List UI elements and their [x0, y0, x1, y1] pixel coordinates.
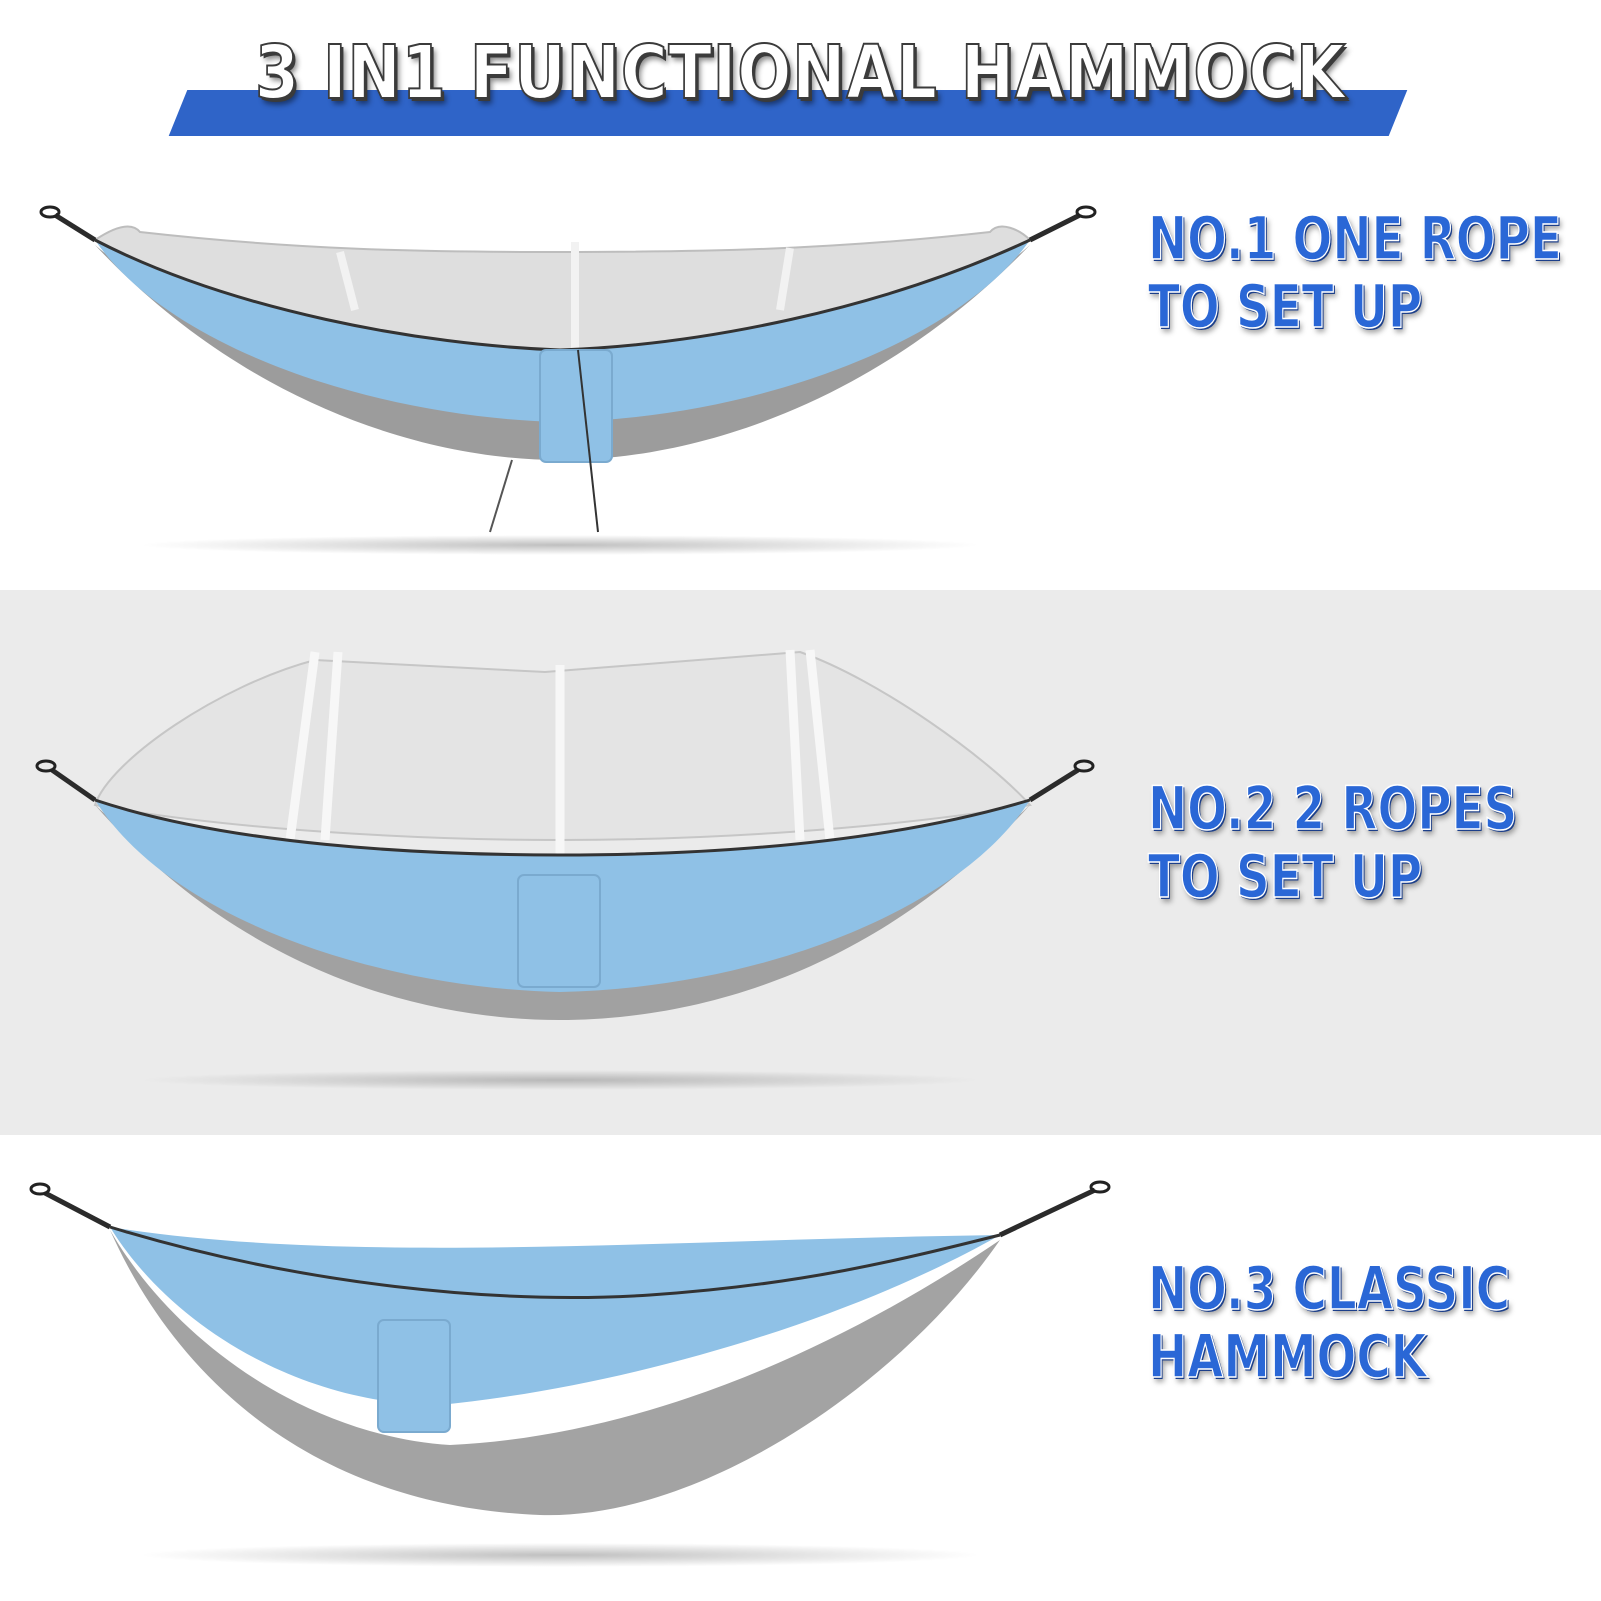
classic-hammock-image: [29, 1180, 1111, 1567]
banner-title: 3 IN1 FUNCTIONAL HAMMOCK: [254, 29, 1347, 117]
title-banner: 3 IN1 FUNCTIONAL HAMMOCK: [0, 0, 1601, 160]
option-1-line-1: NO.1 ONE ROPE: [1147, 204, 1562, 274]
option-3-line-1: NO.3 CLASSIC: [1147, 1254, 1511, 1324]
option-panel-1: NO.1 ONE ROPE TO SET UP: [0, 160, 1601, 590]
option-2-line-2: TO SET UP: [1147, 842, 1423, 912]
option-1-caption: NO.1 ONE ROPE TO SET UP: [1147, 204, 1562, 342]
option-panel-3: NO.3 CLASSIC HAMMOCK: [0, 1135, 1601, 1601]
hammock-net-one-rope-image: [39, 205, 1097, 555]
option-3-line-2: HAMMOCK: [1147, 1322, 1427, 1392]
option-3-caption: NO.3 CLASSIC HAMMOCK: [1147, 1254, 1511, 1392]
hammock-net-two-ropes-image: [35, 649, 1095, 1090]
option-2-caption: NO.2 2 ROPES TO SET UP: [1147, 774, 1518, 912]
option-2-line-1: NO.2 2 ROPES: [1147, 774, 1518, 844]
option-panel-2: NO.2 2 ROPES TO SET UP: [0, 590, 1601, 1135]
option-1-line-2: TO SET UP: [1147, 272, 1423, 342]
